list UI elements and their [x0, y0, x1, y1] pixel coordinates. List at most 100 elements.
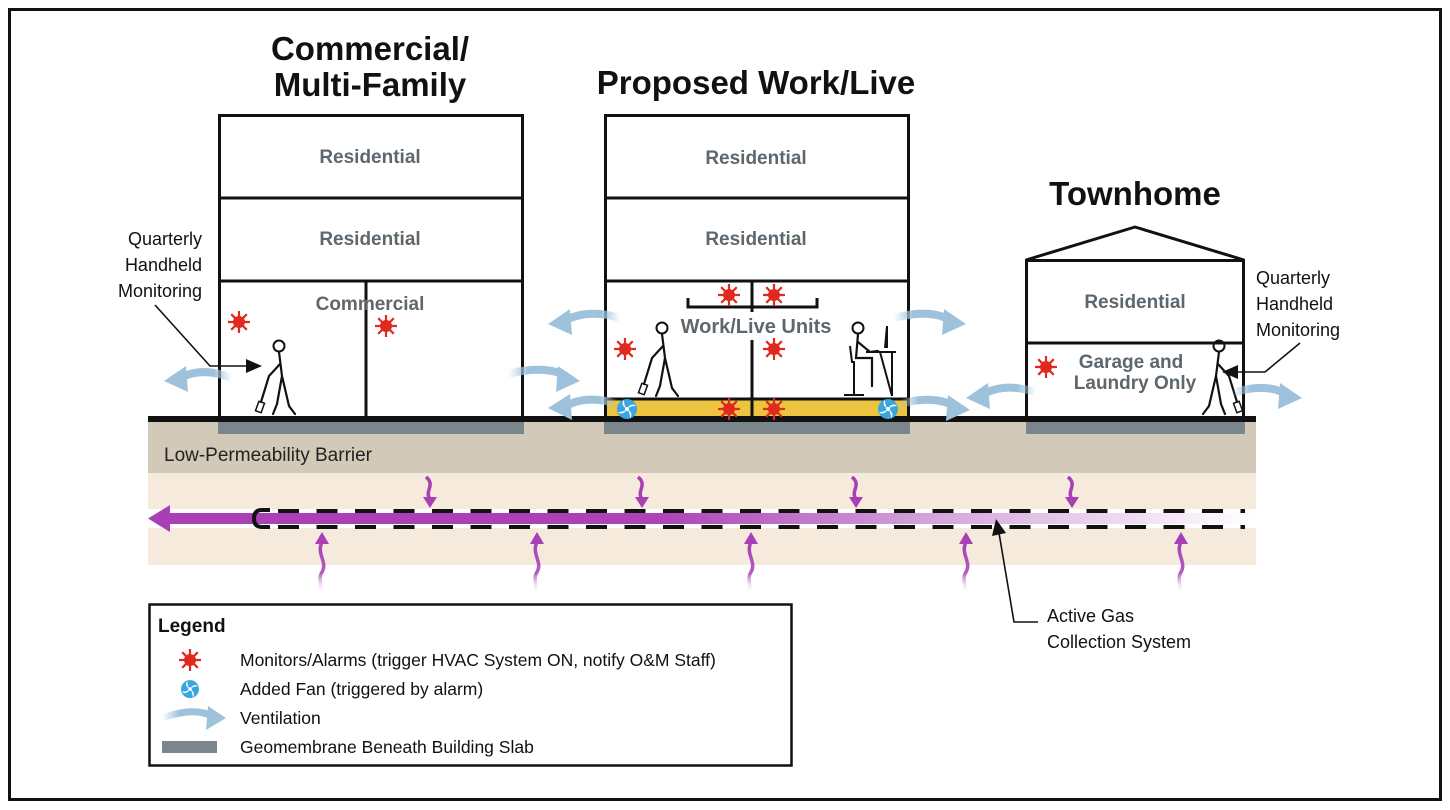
alarm-icon — [1033, 354, 1059, 380]
perforation-dash — [624, 525, 646, 529]
ventilation-arrow-icon — [966, 383, 1038, 409]
perforation-dash — [971, 509, 992, 513]
perforation-dash — [663, 509, 684, 513]
ventilation-arrow-icon — [548, 394, 620, 420]
perforation-dash — [393, 509, 415, 513]
perforation-dash — [701, 525, 723, 529]
floor-label: Residential — [705, 148, 806, 169]
gas-collection-annotation: Active Gas Collection System — [992, 519, 1191, 652]
perforation-dash — [278, 509, 299, 513]
legend-title: Legend — [158, 616, 226, 637]
active-gas-collection-pipe — [148, 505, 1254, 532]
alarm-icon — [177, 647, 203, 673]
pipe-perforations — [278, 509, 1245, 529]
svg-text:Active Gas: Active Gas — [1047, 606, 1134, 626]
alarm-icon — [226, 309, 252, 335]
legend-box — [148, 603, 793, 767]
alarm-icon — [761, 396, 787, 422]
right-monitoring-annotation: Quarterly Handheld Monitoring — [1222, 268, 1340, 379]
floor-label: Residential — [1084, 292, 1185, 313]
svg-text:Quarterly: Quarterly — [1256, 268, 1330, 288]
perforation-dash — [894, 509, 915, 513]
ventilation-arrow-icon — [160, 706, 226, 730]
perforation-dash — [817, 509, 838, 513]
legend-item-label: Monitors/Alarms (trigger HVAC System ON,… — [240, 650, 716, 670]
alarm-icon — [612, 336, 638, 362]
legend: Legend Monitors/Alarms (trigger HVAC Sys… — [148, 603, 793, 767]
perforation-dash — [894, 525, 915, 529]
perforation-dash — [316, 509, 338, 513]
perforation-dash — [1240, 525, 1245, 529]
building-title-commercial-line2: Multi-Family — [274, 66, 467, 103]
floor-label: Laundry Only — [1074, 373, 1197, 394]
perforation-dash — [547, 525, 569, 529]
alarm-icon — [716, 396, 742, 422]
perforation-dash — [1163, 525, 1185, 529]
svg-text:Monitoring: Monitoring — [118, 281, 202, 301]
floor-label: Commercial — [316, 294, 425, 315]
svg-text:Handheld: Handheld — [125, 255, 202, 275]
pipe-outflow-arrowhead — [148, 505, 170, 532]
perforation-dash — [278, 525, 299, 529]
arrowhead-icon — [1222, 365, 1238, 379]
unit-bracket — [686, 298, 819, 309]
gas-arrows-down — [423, 475, 1079, 508]
perforation-dash — [1086, 509, 1108, 513]
perforation-dash — [586, 525, 607, 529]
perforation-dash — [778, 525, 800, 529]
perforation-dash — [1048, 525, 1069, 529]
fan-icon — [181, 680, 199, 699]
floor-label: Work/Live Units — [681, 316, 832, 338]
perforation-dash — [470, 509, 492, 513]
geomembrane-worklive — [604, 419, 910, 434]
building-commercial-multifamily: Commercial/ Multi-Family Residential Res… — [218, 30, 524, 419]
perforation-dash — [1009, 525, 1031, 529]
ventilation-arrow-icon — [506, 365, 580, 392]
perforation-dash — [932, 525, 954, 529]
ventilation-arrows — [164, 309, 1302, 421]
perforation-dash — [470, 525, 492, 529]
perforation-dash — [432, 509, 453, 513]
perforation-dash — [932, 509, 954, 513]
perforation-dash — [1009, 509, 1031, 513]
perforation-dash — [316, 525, 338, 529]
perforation-dash — [1163, 509, 1185, 513]
building-proposed-worklive: Proposed Work/Live Residential Residenti… — [597, 64, 915, 422]
perforation-dash — [509, 525, 530, 529]
perforation-dash — [740, 525, 761, 529]
perforation-dash — [355, 509, 376, 513]
perforation-dash — [1048, 509, 1069, 513]
perforation-dash — [1202, 525, 1223, 529]
floor-label: Garage and — [1079, 352, 1184, 373]
perforation-dash — [1240, 509, 1245, 513]
svg-text:Collection System: Collection System — [1047, 632, 1191, 652]
perforation-dash — [1125, 509, 1146, 513]
perforation-dash — [740, 509, 761, 513]
perforation-dash — [355, 525, 376, 529]
perforation-dash — [509, 509, 530, 513]
alarm-icon — [716, 282, 742, 308]
perforation-dash — [586, 509, 607, 513]
alarm-icon — [761, 282, 787, 308]
fan-icon — [617, 399, 637, 419]
perforation-dash — [1086, 525, 1108, 529]
legend-item-label: Geomembrane Beneath Building Slab — [240, 737, 534, 757]
geomembrane-swatch-icon — [162, 741, 217, 753]
geomembrane-townhome — [1026, 419, 1245, 434]
legend-item-label: Ventilation — [240, 708, 321, 728]
legend-item-label: Added Fan (triggered by alarm) — [240, 679, 483, 699]
arrowhead-icon — [992, 519, 1006, 536]
barrier-label: Low-Permeability Barrier — [164, 445, 373, 466]
alarm-icon — [761, 336, 787, 362]
floor-label: Residential — [319, 229, 420, 250]
perforation-dash — [855, 509, 877, 513]
perforation-dash — [701, 509, 723, 513]
svg-text:Monitoring: Monitoring — [1256, 320, 1340, 340]
ventilation-arrow-icon — [898, 395, 970, 421]
perforation-dash — [1202, 509, 1223, 513]
townhome-roof — [1025, 225, 1245, 262]
perforation-dash — [624, 509, 646, 513]
perforation-dash — [393, 525, 415, 529]
perforation-dash — [663, 525, 684, 529]
